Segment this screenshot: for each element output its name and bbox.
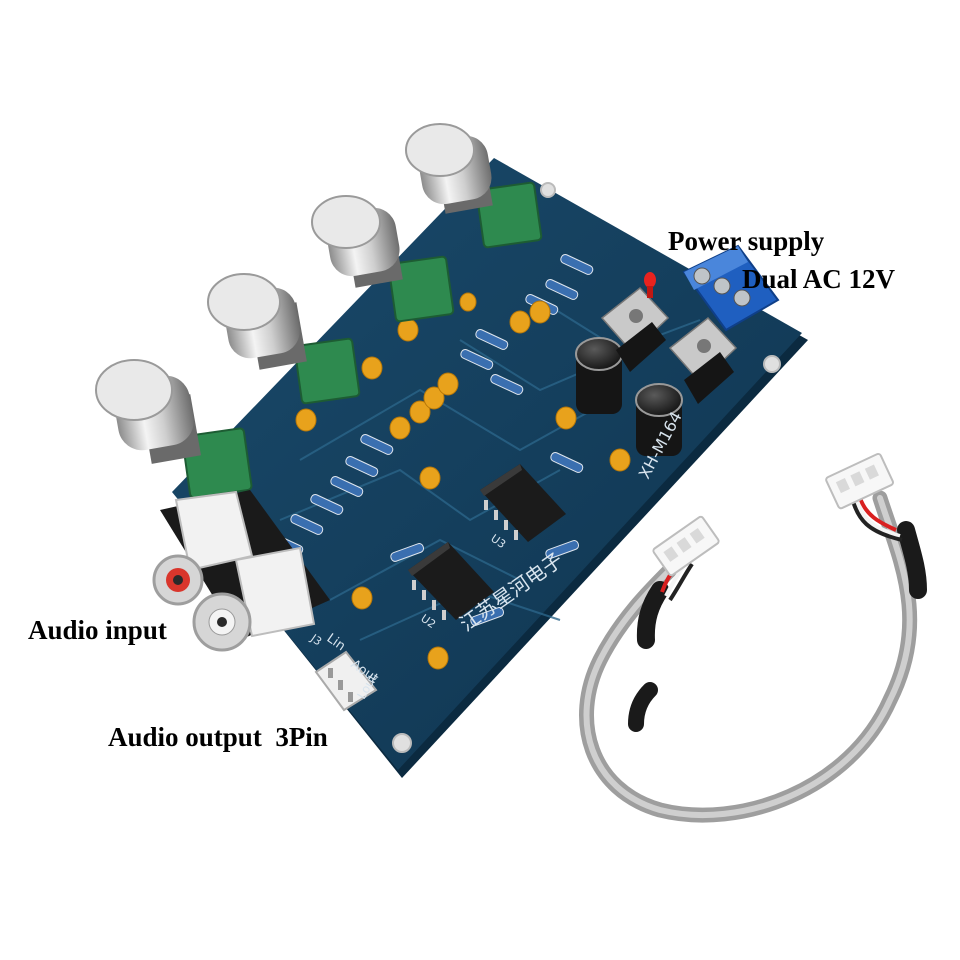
voltage-regulators	[600, 286, 738, 404]
power-led	[644, 272, 656, 298]
ceramic-capacitors	[295, 292, 631, 670]
audio-output-connector	[314, 650, 378, 712]
audio-output-caption: Audio output 3Pin	[108, 722, 328, 752]
potentiometer-knob-3	[207, 273, 361, 405]
potentiometer-knob-4	[95, 359, 253, 499]
power-terminal-block	[682, 244, 780, 332]
audio-input-caption: Audio input	[28, 615, 167, 645]
potentiometer-knob-1	[405, 123, 543, 249]
rca-input-jacks	[152, 490, 330, 652]
op-amp-chips	[408, 464, 566, 620]
power-supply-caption: Power supply	[668, 226, 825, 256]
potentiometer-knob-2	[311, 195, 455, 323]
dual-ac-caption: Dual AC 12V	[742, 264, 896, 294]
connector-cable	[579, 452, 927, 823]
